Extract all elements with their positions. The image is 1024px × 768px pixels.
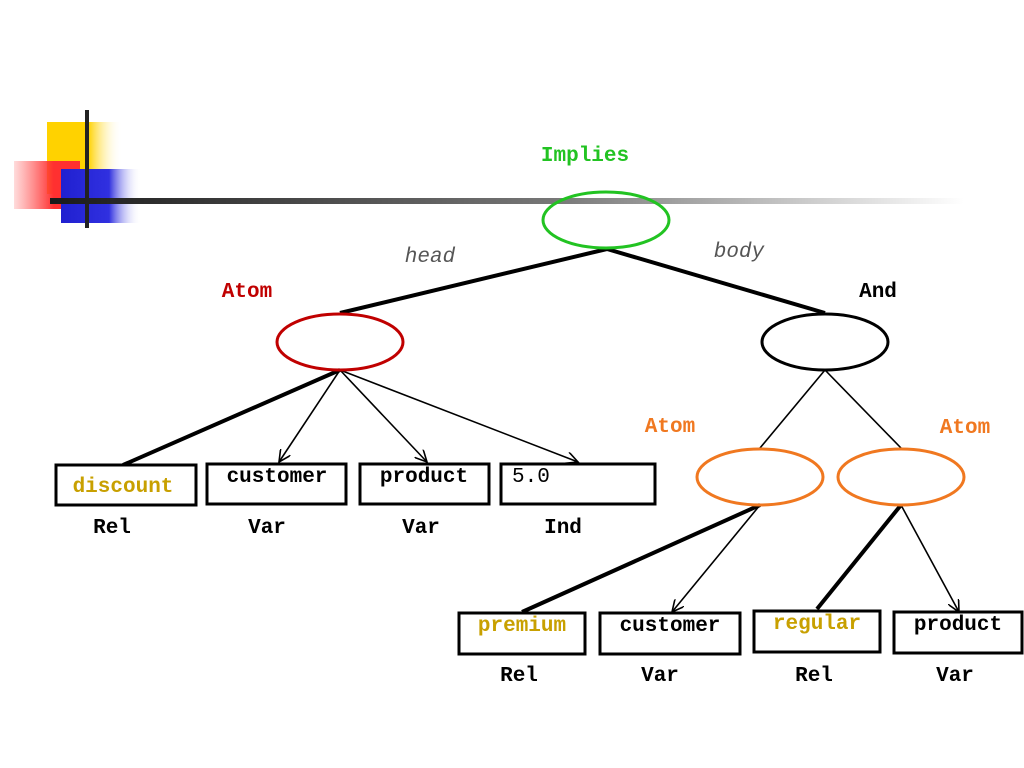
head-arg-box-ind — [499, 462, 657, 506]
edge-head-arg1 — [279, 369, 341, 462]
edge-implies-body — [606, 247, 826, 315]
atom-left-node — [695, 447, 825, 507]
implies-node — [541, 190, 671, 250]
right-var-type: Var — [936, 665, 974, 688]
atom-head-label: Atom — [222, 281, 272, 304]
right-rel-type: Rel — [795, 665, 833, 688]
implies-label: Implies — [541, 145, 629, 168]
edge-implies-head — [339, 247, 608, 315]
head-rel-value: discount — [73, 476, 174, 499]
and-node — [760, 312, 890, 372]
head-var1-value: customer — [227, 466, 328, 489]
edge-left-rel — [521, 503, 761, 614]
left-var-value: customer — [620, 615, 721, 638]
head-edge-label: head — [405, 246, 456, 269]
edge-left-arg1 — [672, 504, 761, 612]
left-var-type: Var — [641, 665, 679, 688]
atom-right-node — [836, 447, 966, 507]
left-rel-type: Rel — [500, 665, 538, 688]
edge-head-rel — [122, 368, 341, 467]
logo-blue-square — [61, 169, 141, 223]
edge-head-arg2 — [339, 369, 427, 462]
atom-left-label: Atom — [645, 416, 695, 439]
head-arg-box-var2 — [358, 462, 491, 506]
head-ind-type: Ind — [544, 517, 582, 540]
edge-head-arg3 — [339, 369, 578, 462]
left-arg-box-rel — [457, 611, 587, 656]
left-arg-box-var — [598, 611, 742, 656]
tree-edges — [122, 247, 959, 614]
atom-right-label: Atom — [940, 417, 990, 440]
edge-and-left — [759, 369, 826, 449]
head-var1-type: Var — [248, 517, 286, 540]
right-rel-value: regular — [773, 613, 861, 636]
right-arg-box-var — [892, 610, 1024, 655]
and-label: And — [859, 281, 897, 304]
head-var2-value: product — [380, 466, 468, 489]
edge-right-rel — [815, 503, 903, 611]
edge-and-right — [824, 369, 902, 449]
body-edge-label: body — [714, 241, 765, 264]
slide-logo — [14, 110, 141, 228]
header-rule-line — [50, 198, 964, 204]
head-rel-type: Rel — [93, 517, 131, 540]
head-arg-box-var1 — [205, 462, 348, 506]
logo-vertical-bar — [85, 110, 89, 228]
right-var-value: product — [914, 614, 1002, 637]
edge-right-arg1 — [900, 504, 959, 612]
head-var2-type: Var — [402, 517, 440, 540]
right-arg-box-rel — [752, 609, 882, 654]
left-rel-value: premium — [478, 615, 566, 638]
atom-head-node — [275, 312, 405, 372]
head-arg-box-rel — [54, 463, 198, 507]
head-ind-value: 5.0 — [512, 466, 550, 489]
